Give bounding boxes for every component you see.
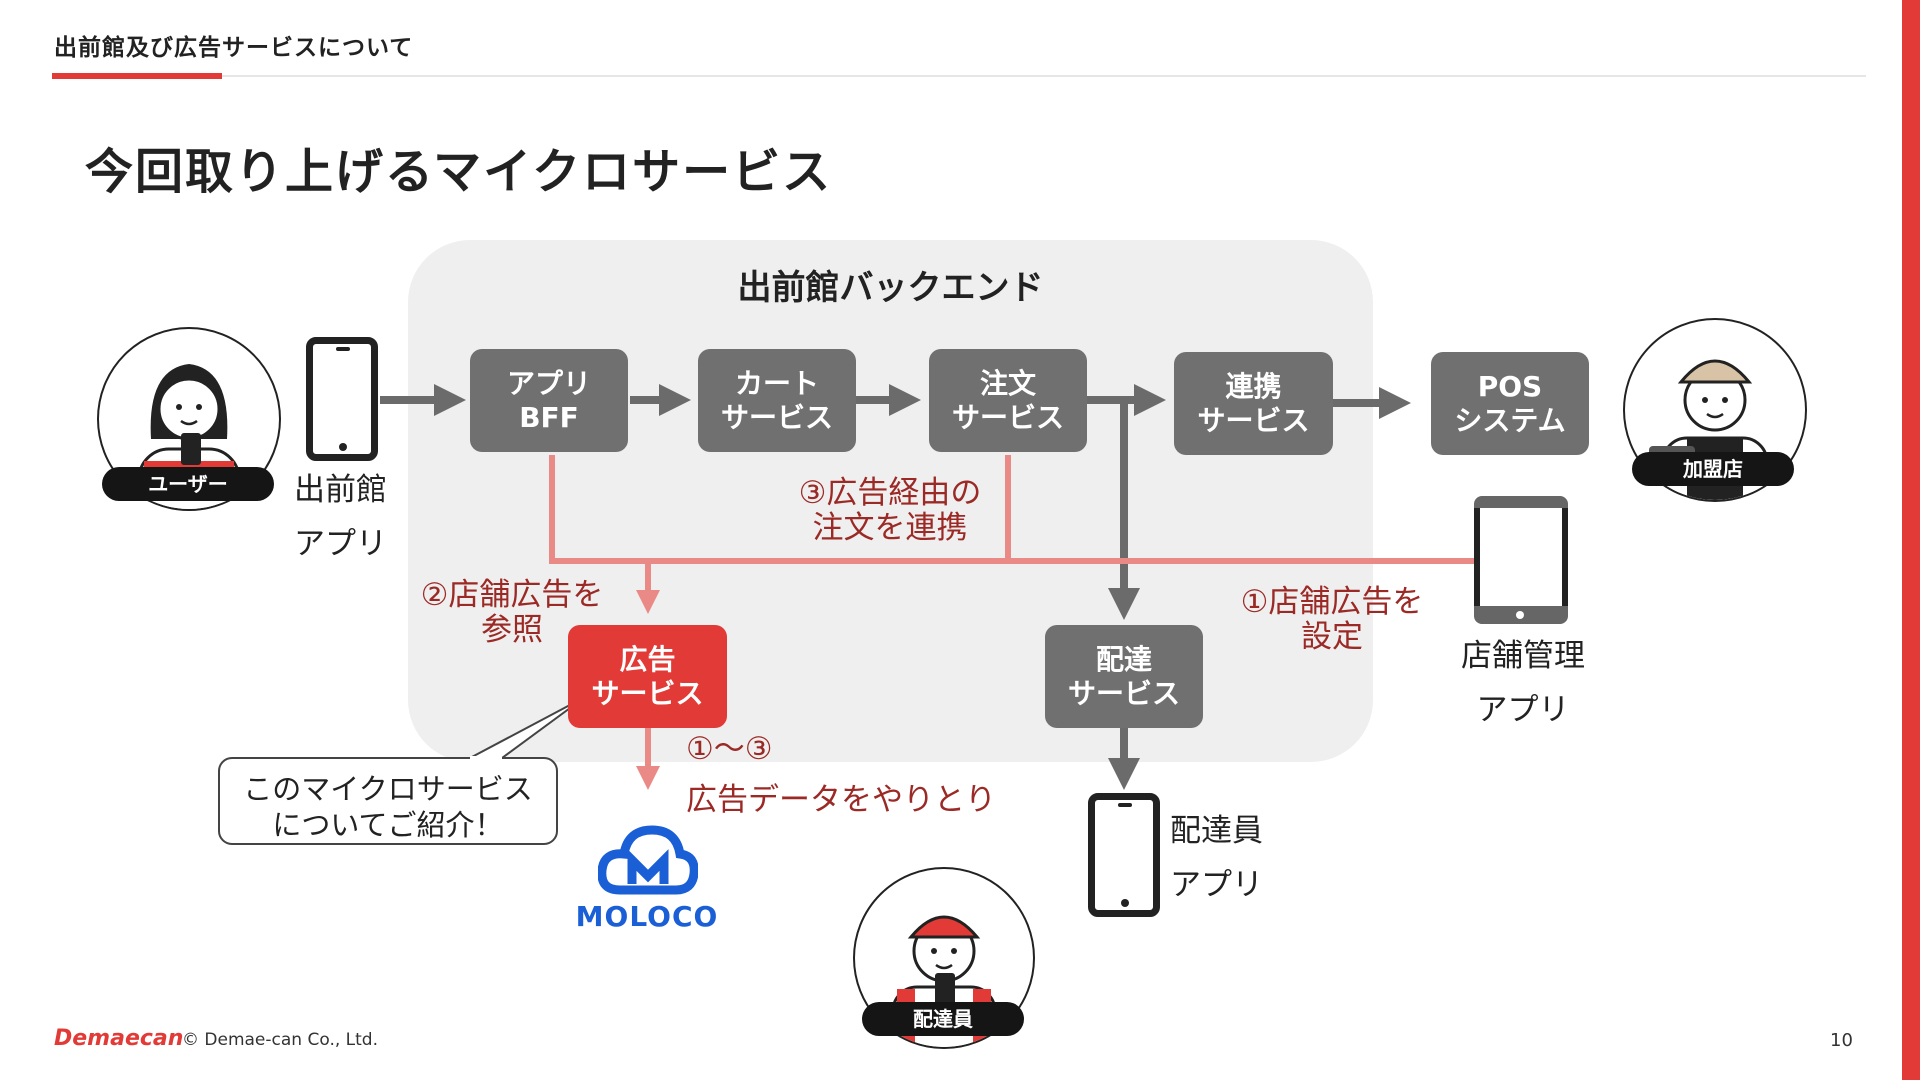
user-tag: ユーザー	[102, 467, 274, 501]
store-app-tablet-icon	[1474, 496, 1568, 624]
right-accent-bar	[1902, 0, 1920, 1080]
callout-pointer-join	[470, 756, 502, 760]
callout-bubble: このマイクロサービス についてご紹介！	[218, 757, 558, 845]
page-number: 10	[1830, 1030, 1853, 1051]
step2-label: ②店舗広告を 参照	[420, 577, 604, 648]
section-title: 出前館及び広告サービスについて	[54, 35, 414, 61]
footer-logo: Demaecan	[54, 1026, 184, 1051]
backend-label: 出前館バックエンド	[737, 268, 1044, 308]
page-title: 今回取り上げるマイクロサービス	[85, 144, 833, 200]
footer-copyright: © Demae-can Co., Ltd.	[182, 1030, 378, 1050]
courier-app-phone-icon	[1088, 793, 1160, 917]
service-cart: カート サービス	[698, 349, 856, 452]
courier-app-label: 配達員 アプリ	[1170, 813, 1263, 903]
step1-label: ①店舗広告を 設定	[1240, 584, 1424, 655]
moloco-logo-text: MOLOCO	[575, 900, 719, 933]
service-integration: 連携 サービス	[1174, 352, 1333, 455]
header-divider	[54, 75, 1866, 77]
merchant-tag: 加盟店	[1632, 452, 1794, 486]
service-order: 注文 サービス	[929, 349, 1087, 452]
service-app-bff: アプリ BFF	[470, 349, 628, 452]
moloco-cloud-icon	[598, 825, 698, 895]
demaecan-app-phone-icon	[306, 337, 378, 461]
demaecan-app-label: 出前館 アプリ	[294, 472, 387, 562]
range-label: ①～③	[686, 731, 773, 767]
courier-tag: 配達員	[862, 1002, 1024, 1036]
header-accent-bar	[52, 73, 222, 79]
pos-system: POS システム	[1431, 352, 1589, 455]
step3-label: ③広告経由の 注文を連携	[798, 475, 982, 546]
store-app-label: 店舗管理 アプリ	[1461, 638, 1585, 728]
exchange-label: 広告データをやりとり	[686, 782, 996, 818]
service-ads: 広告 サービス	[568, 625, 727, 728]
service-delivery: 配達 サービス	[1045, 625, 1203, 728]
